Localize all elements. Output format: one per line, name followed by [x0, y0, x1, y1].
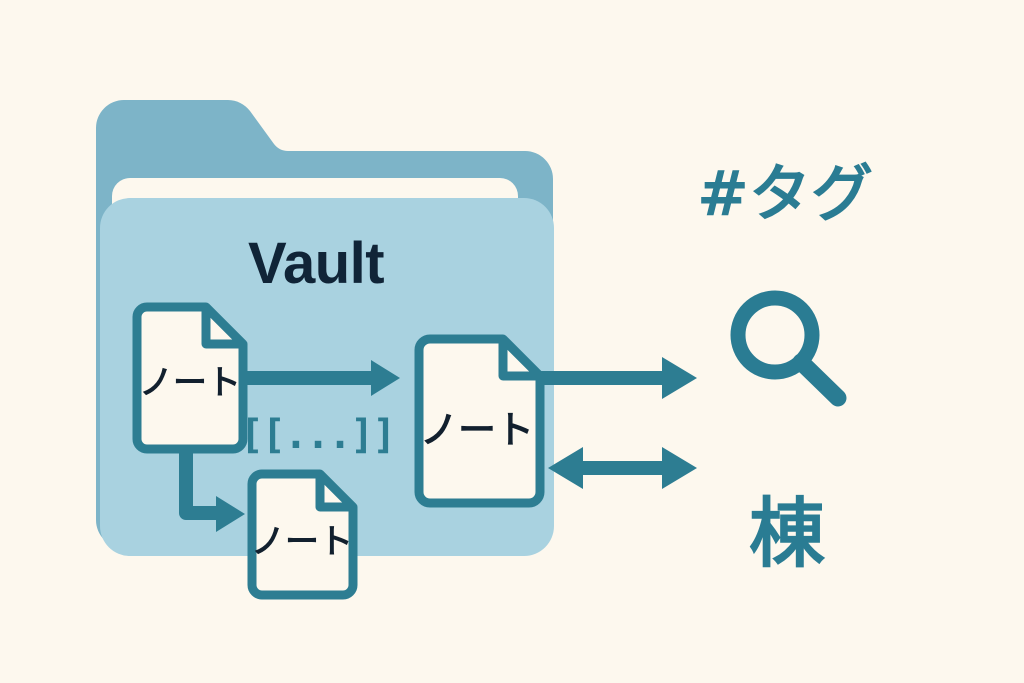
arrow-note1-to-note3: [179, 448, 245, 532]
arrow-note2-to-search: [528, 357, 697, 399]
note-1-label: ノート: [139, 363, 241, 403]
note-3-fold: [315, 474, 353, 512]
note-document-2[interactable]: ノート: [414, 334, 545, 508]
building-kanji: 棟: [749, 489, 826, 578]
note-2-label: ノート: [420, 408, 534, 452]
vault-folder-label: Vault: [248, 231, 384, 296]
search-icon[interactable]: [730, 290, 847, 407]
arrow-note2-bidirectional: [548, 447, 697, 489]
note-document-3[interactable]: ノート: [247, 469, 358, 600]
note-document-1[interactable]: ノート: [132, 302, 248, 454]
note-2-fold: [498, 339, 540, 381]
wikilink-notation: [[...]]: [240, 412, 395, 458]
note-3-label: ノート: [251, 522, 353, 562]
arrow-note1-to-note2: [232, 360, 400, 396]
note-1-fold: [201, 307, 243, 349]
tag-label: #タグ: [697, 157, 873, 230]
